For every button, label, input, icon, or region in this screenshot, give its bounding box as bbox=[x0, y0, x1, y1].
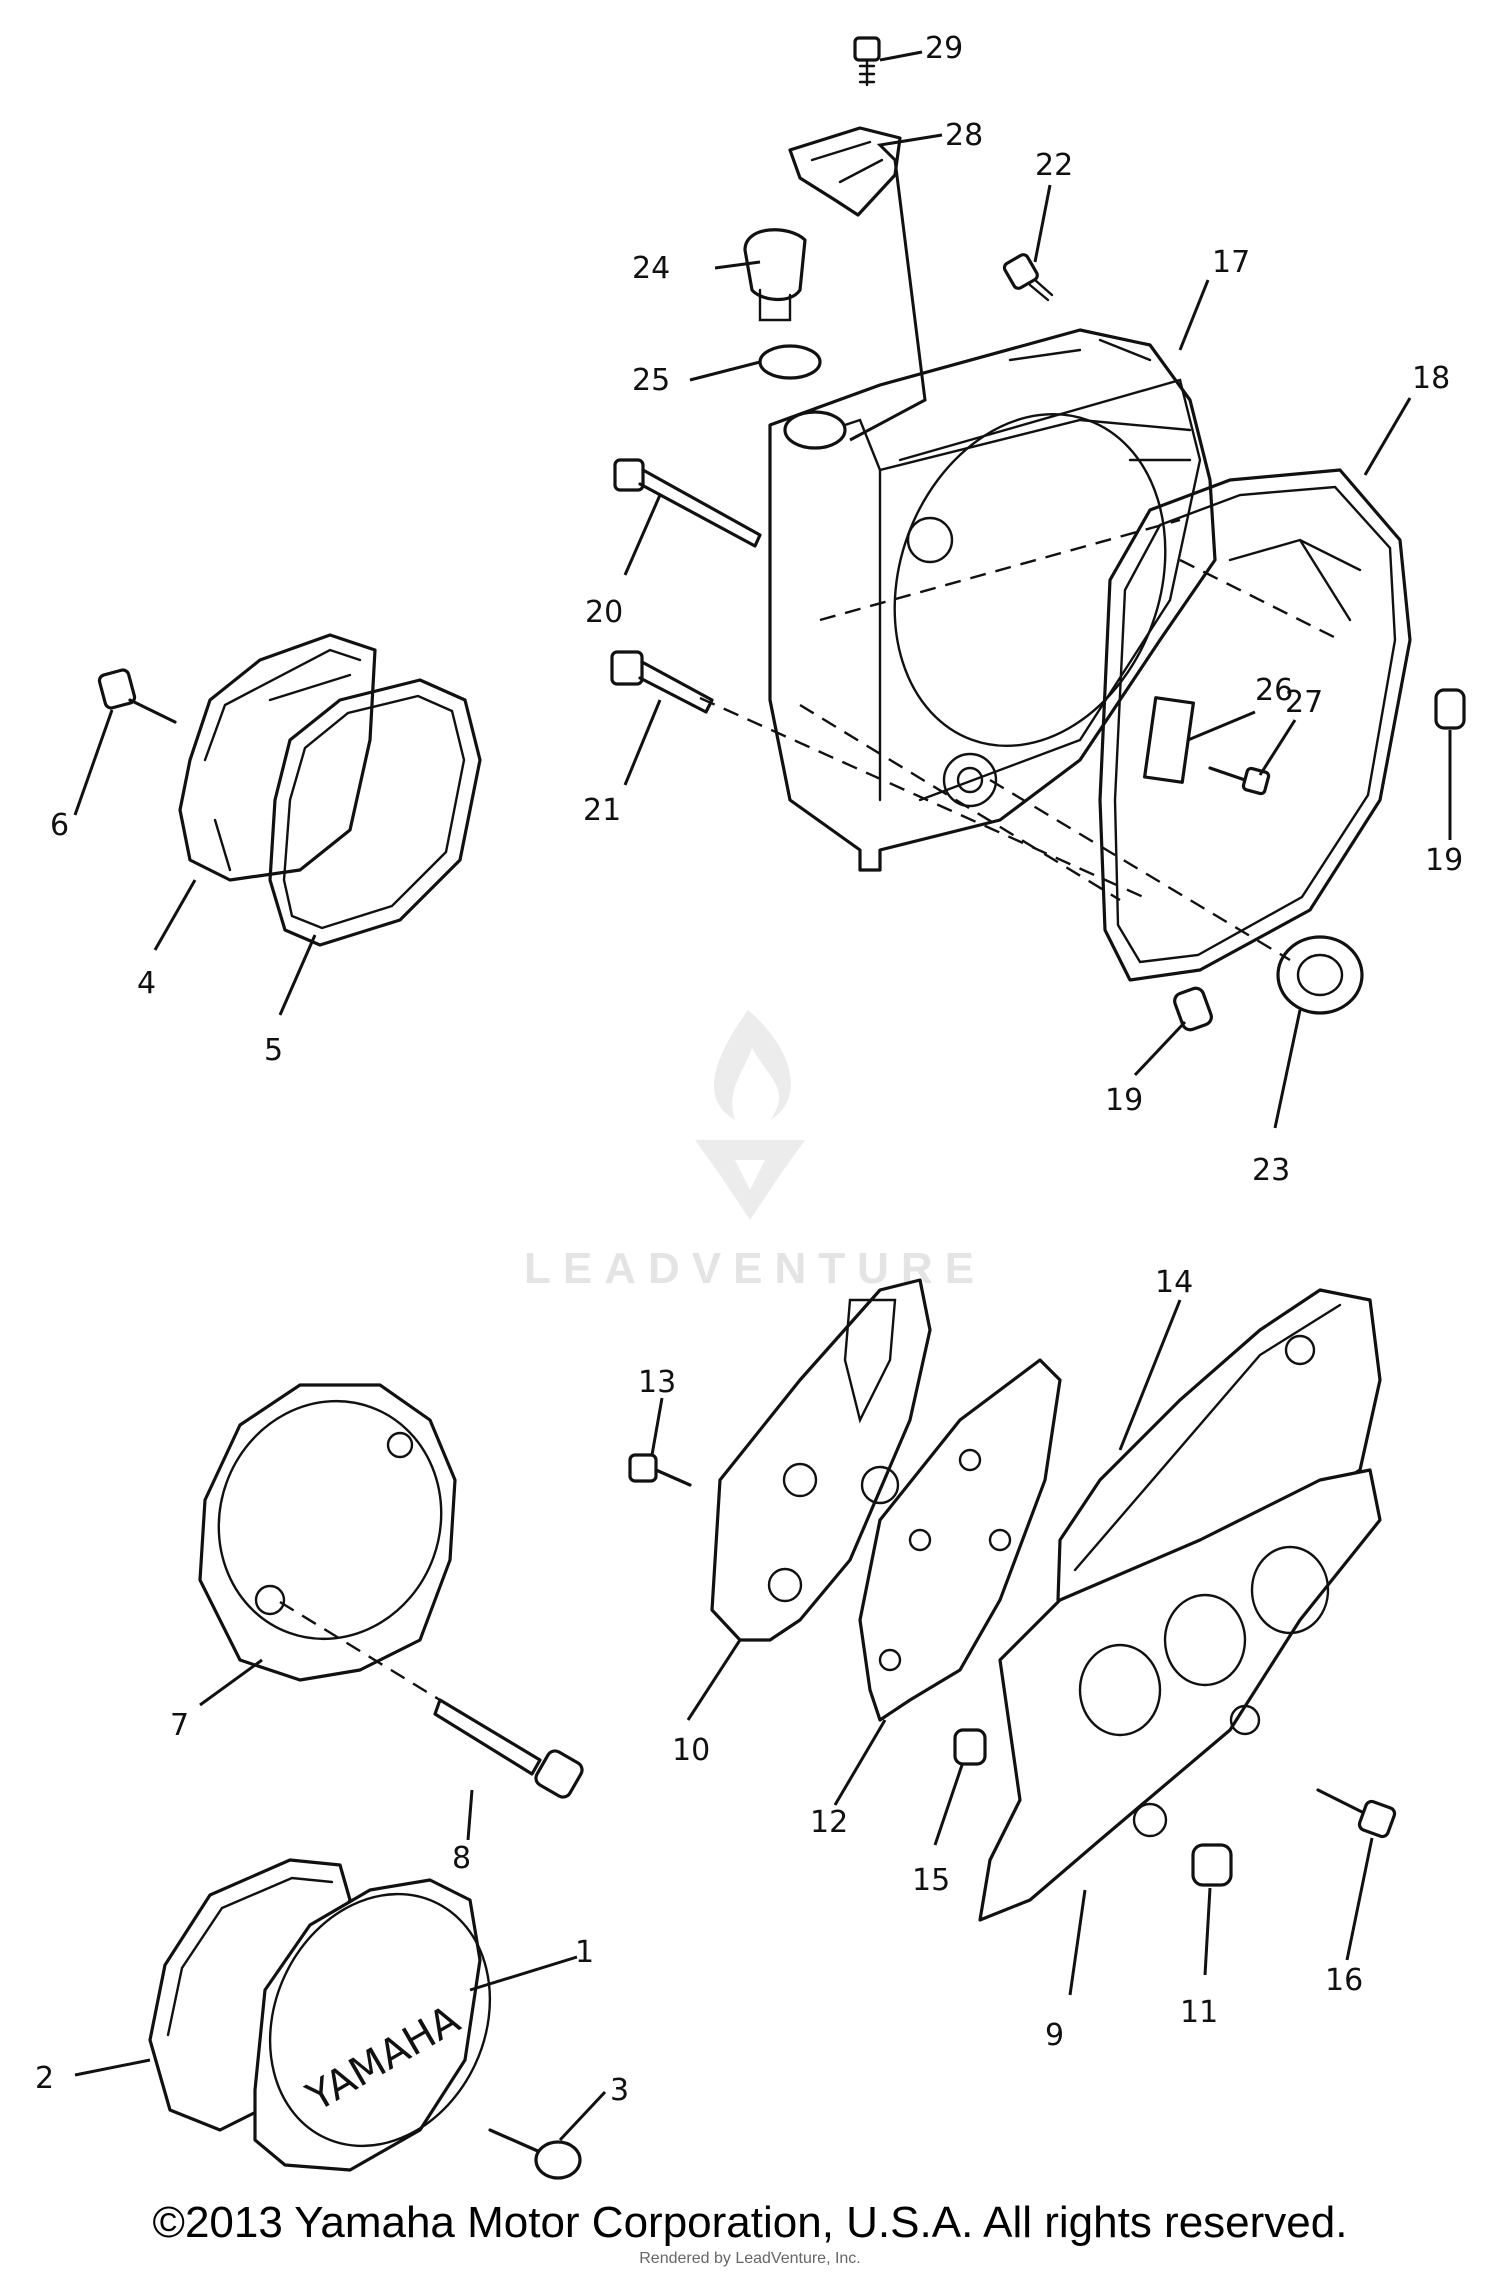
part-16-bolt bbox=[1316, 1788, 1397, 1839]
crankcase-cover-assembly bbox=[610, 36, 1466, 1032]
part-6-bolt bbox=[97, 668, 177, 724]
callout-20: 20 bbox=[585, 595, 623, 630]
part-4-cover bbox=[178, 633, 377, 882]
watermark-v-icon bbox=[695, 1140, 805, 1220]
callout-13: 13 bbox=[638, 1365, 676, 1400]
callouts: 29 28 22 24 17 25 18 20 26 27 21 19 19 2… bbox=[35, 31, 1463, 2108]
callout-12: 12 bbox=[810, 1805, 848, 1840]
callout-2: 2 bbox=[35, 2061, 54, 2096]
part-13-screw bbox=[628, 1453, 692, 1487]
part-21-bolt bbox=[610, 650, 714, 714]
part-20-long-bolt bbox=[613, 458, 762, 548]
part-19-dowel-right bbox=[1434, 688, 1466, 730]
callout-4: 4 bbox=[137, 966, 156, 1001]
part-5-gasket bbox=[268, 678, 482, 947]
callout-5: 5 bbox=[264, 1033, 283, 1068]
callout-6: 6 bbox=[50, 808, 69, 843]
part-19-dowel-lower bbox=[1173, 986, 1213, 1032]
callout-15: 15 bbox=[912, 1863, 950, 1898]
alignment-line-5 bbox=[799, 703, 1121, 902]
part-28-bracket bbox=[788, 126, 902, 217]
left-cover-assembly bbox=[97, 633, 482, 947]
alignment-line-3 bbox=[1179, 558, 1341, 642]
callout-22: 22 bbox=[1035, 148, 1073, 183]
part-7-cover bbox=[198, 1383, 457, 1682]
part-23-plug bbox=[1276, 935, 1364, 1015]
callout-7: 7 bbox=[170, 1708, 189, 1743]
lower-right-assembly bbox=[628, 1278, 1397, 1922]
alignment-line-6 bbox=[279, 1600, 441, 1702]
callout-23: 23 bbox=[1252, 1153, 1290, 1188]
part-10-cover bbox=[710, 1278, 932, 1642]
callout-17: 17 bbox=[1212, 245, 1250, 280]
part-27-screw bbox=[1208, 766, 1271, 796]
callout-19-lower: 19 bbox=[1105, 1083, 1143, 1118]
part-29-bolt bbox=[853, 36, 881, 87]
alignment-line-2 bbox=[989, 778, 1291, 962]
part-22-bolt bbox=[1002, 253, 1054, 302]
lower-left-assembly: YAMAHA bbox=[148, 1383, 584, 2180]
callout-27: 27 bbox=[1285, 685, 1323, 720]
part-8-bolt bbox=[433, 1698, 584, 1799]
callout-24: 24 bbox=[632, 251, 670, 286]
alignment-line-1 bbox=[699, 696, 1151, 902]
callout-26: 26 bbox=[1255, 673, 1293, 708]
callout-29: 29 bbox=[925, 31, 963, 66]
alignment-line-4 bbox=[819, 518, 1181, 622]
copyright-notice: ©2013 Yamaha Motor Corporation, U.S.A. A… bbox=[152, 2198, 1348, 2247]
part-3-bolt bbox=[488, 2128, 582, 2180]
watermark: LEADVENTURE bbox=[524, 1010, 974, 1293]
callout-14: 14 bbox=[1155, 1265, 1193, 1300]
callout-9: 9 bbox=[1045, 2018, 1064, 2053]
callout-16: 16 bbox=[1325, 1963, 1363, 1998]
watermark-flame-icon bbox=[714, 1010, 791, 1120]
callout-28: 28 bbox=[945, 118, 983, 153]
rendered-by-notice: Rendered by LeadVenture, Inc. bbox=[639, 2250, 861, 2267]
callout-11: 11 bbox=[1180, 1995, 1218, 2030]
part-15-plug bbox=[953, 1728, 987, 1766]
callout-1: 1 bbox=[575, 1935, 594, 1970]
callout-3: 3 bbox=[610, 2073, 629, 2108]
callout-18: 18 bbox=[1412, 361, 1450, 396]
part-24-oil-filler-cap bbox=[743, 228, 807, 322]
callout-25: 25 bbox=[632, 363, 670, 398]
part-25-o-ring bbox=[758, 344, 822, 380]
part-18-gasket bbox=[1098, 468, 1412, 982]
part-12-plate bbox=[858, 1358, 1062, 1722]
part-17-crankcase-cover bbox=[768, 328, 1217, 872]
leader-lines bbox=[73, 50, 1452, 2142]
callout-8: 8 bbox=[452, 1841, 471, 1876]
callout-10: 10 bbox=[672, 1733, 710, 1768]
part-1-cover: YAMAHA bbox=[253, 1878, 492, 2172]
callout-19-right: 19 bbox=[1425, 843, 1463, 878]
part-26-pad bbox=[1143, 696, 1195, 784]
callout-21: 21 bbox=[583, 793, 621, 828]
part-11-cap bbox=[1191, 1843, 1233, 1887]
part-9-cover bbox=[978, 1468, 1382, 1922]
